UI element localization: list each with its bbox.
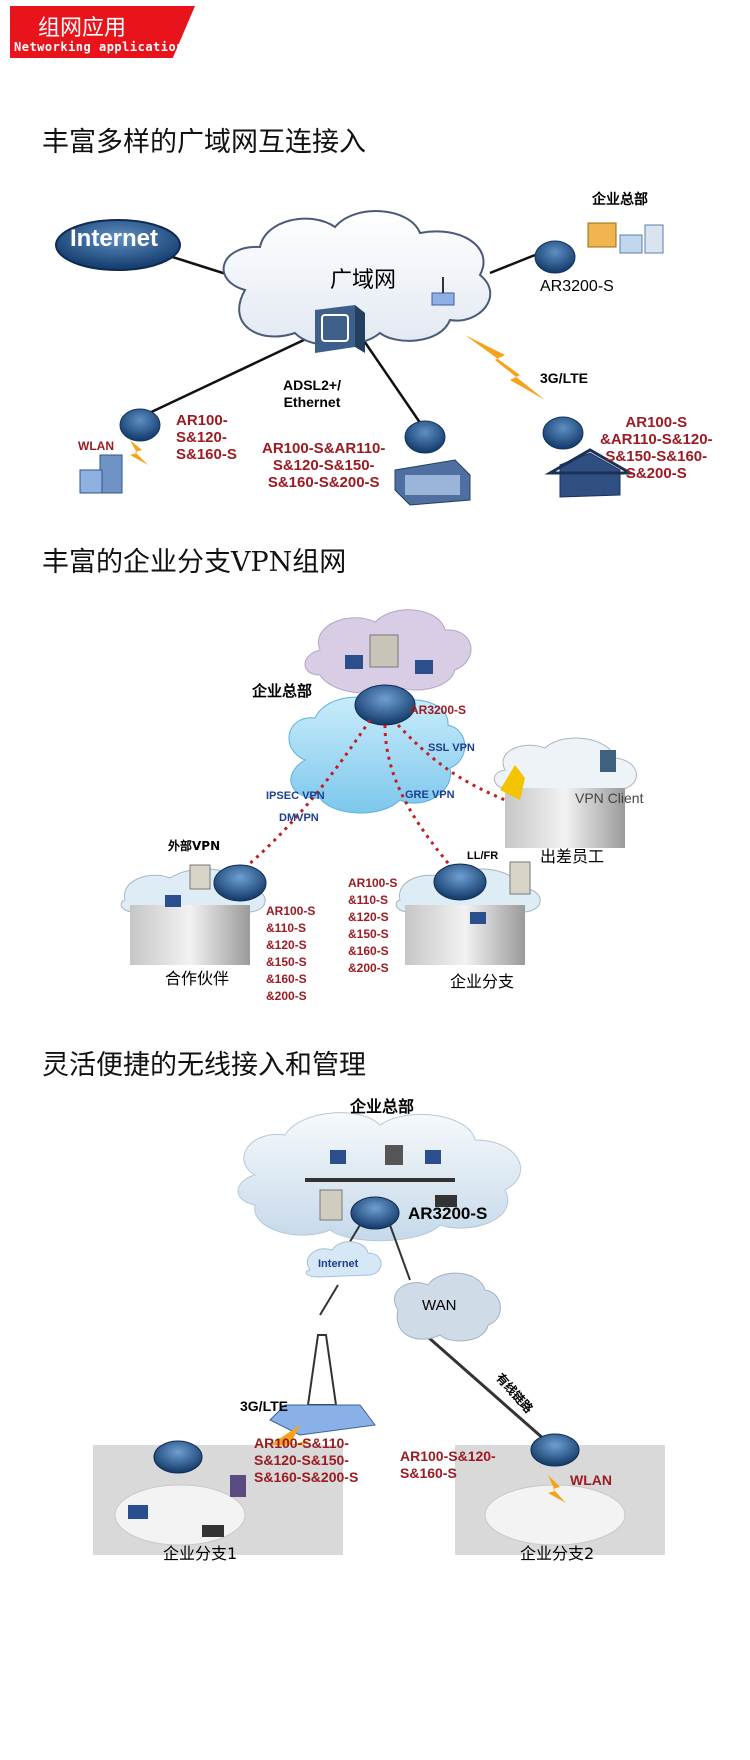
s3-pc3-icon — [425, 1150, 441, 1164]
branch2-label: 企业分支2 — [520, 1544, 595, 1563]
vpn-client-label: VPN Client — [575, 790, 644, 806]
s3-internet-label: Internet — [318, 1258, 359, 1270]
tunnel-traveler — [396, 723, 506, 802]
branch-router-icon — [433, 863, 487, 901]
section3-diagram — [93, 1112, 665, 1555]
s3-internet-cloud — [305, 1241, 382, 1278]
router-left-icon — [119, 408, 161, 442]
hq-model-label: AR3200-S — [540, 278, 614, 295]
s3-hq-cloud — [237, 1112, 522, 1242]
partner-pc-icon — [165, 895, 181, 907]
s3-left-models: AR100-S&110- S&120-S&150- S&160-S&200-S — [254, 1435, 359, 1485]
router-right-icon — [542, 416, 584, 450]
branch1-label: 企业分支1 — [163, 1544, 238, 1563]
s3-wan-cloud — [393, 1272, 501, 1342]
partner-server-icon — [189, 864, 211, 890]
link-3g-label: 3G/LTE — [540, 370, 588, 386]
section2-title: 丰富的企业分支VPN组网 — [42, 547, 347, 578]
router-hq-icon — [534, 240, 576, 274]
section1-title: 丰富多样的广域网互连接入 — [42, 127, 366, 158]
mid-office-icon — [394, 459, 471, 506]
s3-wlan-label: WLAN — [570, 1472, 612, 1488]
branch2-wlan-bolt — [548, 1475, 566, 1503]
branch-server-icon — [509, 861, 531, 895]
branch2-router-icon — [530, 1433, 580, 1467]
section-header-banner — [10, 6, 195, 58]
router-mid-icon — [404, 420, 446, 454]
hq-pc-icon — [345, 655, 363, 669]
s3-server-icon — [319, 1189, 343, 1221]
traveler-platform — [505, 788, 625, 848]
right-house-icon — [544, 448, 636, 498]
hq-building-icon — [587, 222, 664, 254]
link-wan-left — [144, 328, 326, 417]
link-hq-wan — [389, 1224, 411, 1281]
lightning-3g — [465, 335, 545, 400]
s3-wan-label: WAN — [422, 1297, 457, 1314]
s2-mid-models: AR100-S &110-S &120-S &150-S &160-S &200… — [348, 876, 398, 975]
wlan-bolt — [130, 440, 148, 465]
partner-router-icon — [213, 864, 267, 902]
s2-hq-model: AR3200-S — [410, 703, 467, 717]
right-models: AR100-S &AR110-S&120- S&150-S&160- S&200… — [600, 414, 713, 482]
tunnel-partner — [239, 719, 372, 874]
ssl-vpn-label: SSL VPN — [428, 742, 475, 754]
s2-left-models: AR100-S &110-S &120-S &150-S &160-S &200… — [266, 904, 316, 1003]
wlan-label: WLAN — [78, 439, 114, 453]
internet-pill — [55, 219, 181, 271]
vpn-cloud — [288, 696, 466, 814]
ipsec-vpn-label: IPSEC VPN — [266, 790, 325, 802]
s2-hq-label: 企业总部 — [252, 682, 313, 700]
vpn-client-icon — [600, 750, 616, 772]
s3-right-models: AR100-S&120- S&160-S — [400, 1448, 496, 1481]
traveler-person-icon — [500, 765, 525, 800]
branch1-router-icon — [153, 1440, 203, 1474]
s3-hq-label: 企业总部 — [350, 1097, 415, 1116]
mid-models: AR100-S&AR110- S&120-S&150- S&160-S&200-… — [262, 440, 386, 491]
core-switch-icon — [315, 305, 365, 353]
dmvpn-label: DMVPN — [279, 812, 319, 824]
tunnel-branch — [383, 724, 457, 873]
hq-router-icon — [354, 684, 416, 726]
section2-diagram — [120, 609, 637, 965]
left-models: AR100- S&120- S&160-S — [176, 412, 237, 463]
link-wan-mid — [358, 334, 427, 431]
traveler-label: 出差员工 — [540, 847, 605, 866]
branch1-phone-icon — [202, 1525, 224, 1537]
branch-platform — [405, 905, 525, 965]
hq-label: 企业总部 — [592, 192, 648, 208]
s3-tower-icon — [269, 1334, 376, 1436]
internet-label: Internet — [70, 225, 159, 252]
header-title-cn: 组网应用 — [38, 16, 127, 41]
ll-fr-label: LL/FR — [467, 850, 499, 862]
left-building-icon — [79, 454, 123, 494]
tower-icon — [431, 277, 455, 306]
s3-3g-label: 3G/LTE — [240, 1398, 288, 1414]
gre-vpn-label: GRE VPN — [405, 789, 455, 801]
partner-platform — [130, 905, 250, 965]
branch1-laptop-icon — [128, 1505, 148, 1519]
branch-label: 企业分支 — [450, 972, 515, 991]
header-title-en: Networking application — [14, 40, 184, 54]
s3-phone-icon — [435, 1195, 457, 1207]
link-internet-tower — [319, 1284, 339, 1316]
section3-title: 灵活便捷的无线接入和管理 — [42, 1050, 366, 1081]
hq-pc2-icon — [415, 660, 433, 674]
link-wan-branch2 — [419, 1328, 546, 1442]
link-wan-hq — [489, 253, 536, 275]
ext-vpn-label: 外部VPN — [168, 839, 221, 853]
wan-label: 广域网 — [330, 268, 397, 293]
s3-pc1-icon — [330, 1150, 346, 1164]
branch-pc-icon — [470, 912, 486, 924]
link-adsl-label: ADSL2+/ Ethernet — [283, 377, 341, 410]
hq-server-icon — [369, 634, 399, 668]
section1-diagram — [55, 210, 664, 506]
s3-hq-router-icon — [350, 1196, 400, 1230]
branch1-printer-icon — [230, 1475, 246, 1497]
s3-pc2-icon — [385, 1145, 403, 1165]
s3-hq-model: AR3200-S — [408, 1204, 488, 1223]
partner-label: 合作伙伴 — [165, 969, 230, 988]
